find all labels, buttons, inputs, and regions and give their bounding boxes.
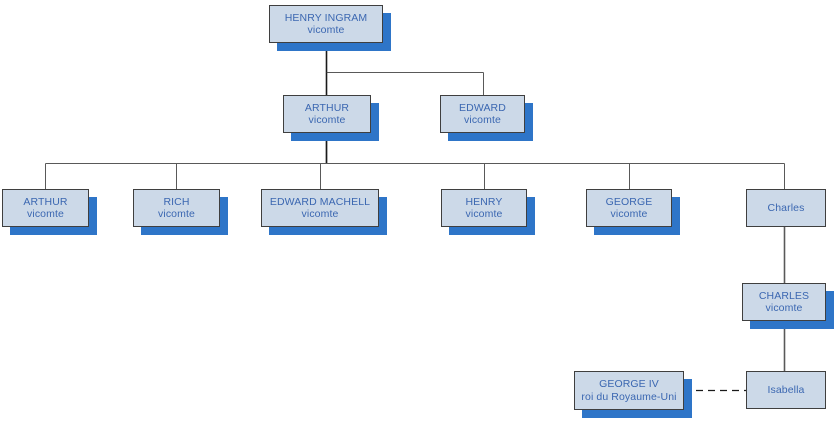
node-subtitle: vicomte [308, 114, 346, 126]
node-box: HENRY vicomte [441, 189, 527, 227]
node-subtitle: vicomte [158, 208, 195, 220]
node-henry-vicomte[interactable]: HENRY vicomte [441, 189, 535, 235]
node-george-vicomte[interactable]: GEORGE vicomte [586, 189, 680, 235]
node-subtitle: vicomte [610, 208, 648, 220]
node-subtitle: vicomte [27, 208, 64, 220]
edge-arthur-to-row3 [45, 133, 785, 189]
node-box: HENRY INGRAM vicomte [269, 5, 383, 43]
node-title: Isabella [767, 383, 805, 396]
node-subtitle: vicomte [464, 114, 501, 126]
node-subtitle: vicomte [765, 302, 803, 314]
node-box: Charles [746, 189, 826, 227]
node-title: HENRY INGRAM [284, 11, 368, 24]
node-subtitle: vicomte [307, 24, 345, 36]
node-box: ARTHUR vicomte [283, 95, 371, 133]
node-edward-vicomte[interactable]: EDWARD vicomte [440, 95, 533, 141]
node-arthur-2[interactable]: ARTHUR vicomte [2, 189, 97, 235]
node-box: GEORGE vicomte [586, 189, 672, 227]
node-subtitle: vicomte [465, 208, 503, 220]
node-rich[interactable]: RICH vicomte [133, 189, 228, 235]
node-george-iv[interactable]: GEORGE IV roi du Royaume-Uni [574, 371, 692, 418]
node-subtitle: vicomte [301, 208, 339, 220]
node-isabella[interactable]: Isabella [746, 371, 826, 409]
node-box: EDWARD vicomte [440, 95, 525, 133]
node-subtitle: roi du Royaume-Uni [581, 390, 677, 403]
node-title: GEORGE [605, 195, 653, 208]
node-title: Charles [767, 201, 805, 214]
node-title: ARTHUR [304, 101, 350, 114]
node-title: EDWARD MACHELL [269, 195, 371, 208]
node-charles-vicomte[interactable]: CHARLES vicomte [742, 283, 834, 329]
node-box: EDWARD MACHELL vicomte [261, 189, 379, 227]
node-title: GEORGE IV [599, 378, 659, 391]
node-edward-machell[interactable]: EDWARD MACHELL vicomte [261, 189, 387, 235]
node-title: RICH [163, 195, 190, 208]
node-box: Isabella [746, 371, 826, 409]
node-charles[interactable]: Charles [746, 189, 826, 227]
node-box: GEORGE IV roi du Royaume-Uni [574, 371, 684, 410]
node-box: CHARLES vicomte [742, 283, 826, 321]
node-box: RICH vicomte [133, 189, 220, 227]
node-title: ARTHUR [23, 195, 68, 208]
node-box: ARTHUR vicomte [2, 189, 89, 227]
node-title: HENRY [465, 195, 503, 208]
node-arthur-vicomte[interactable]: ARTHUR vicomte [283, 95, 379, 141]
node-title: EDWARD [459, 101, 506, 114]
node-henry-ingram[interactable]: HENRY INGRAM vicomte [269, 5, 391, 51]
node-title: CHARLES [758, 289, 810, 302]
